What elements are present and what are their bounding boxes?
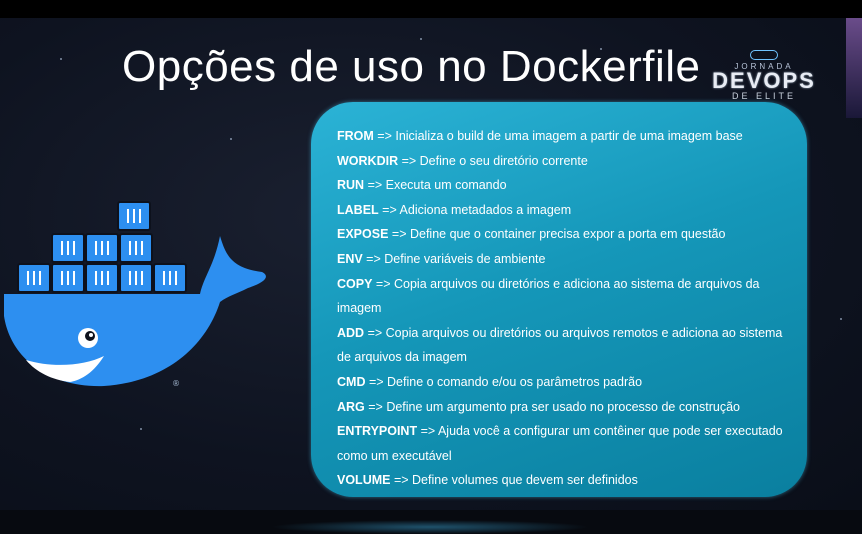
command-description: => Ajuda você a configurar um contêiner … (337, 424, 783, 463)
logo-main-text: DEVOPS (712, 68, 816, 93)
command-item-label: LABEL => Adiciona metadados a imagem (337, 198, 791, 223)
docker-whale-icon: ® (4, 201, 266, 388)
command-description: => Executa um comando (364, 178, 507, 193)
bottom-bar (0, 510, 862, 534)
star (600, 48, 602, 50)
command-item-cmd: CMD => Define o comando e/ou os parâmetr… (337, 370, 791, 395)
command-keyword: COPY (337, 276, 373, 291)
top-bar (0, 0, 862, 18)
command-item-expose: EXPOSE => Define que o container precisa… (337, 222, 791, 247)
command-item-from: FROM => Inicializa o build de uma imagem… (337, 124, 791, 149)
command-keyword: LABEL (337, 202, 379, 217)
command-keyword: ENTRYPOINT (337, 424, 418, 439)
command-item-env: ENV => Define variáveis de ambiente (337, 247, 791, 272)
command-description: => Copia arquivos ou diretórios ou arqui… (337, 325, 783, 365)
command-item-run: RUN => Executa um comando (337, 173, 791, 198)
command-item-workdir: WORKDIR => Define o seu diretório corren… (337, 149, 791, 174)
star (840, 318, 842, 320)
command-description: => Define o seu diretório corrente (398, 153, 588, 168)
command-description: => Adiciona metadados a imagem (378, 202, 572, 217)
window-edge (846, 18, 862, 118)
command-description: => Define que o container precisa expor … (388, 227, 726, 242)
star (60, 58, 62, 60)
command-keyword: EXPOSE (337, 227, 389, 242)
command-description: => Define o comando e/ou os parâmetros p… (365, 374, 643, 389)
command-item-entrypoint: ENTRYPOINT => Ajuda você a configurar um… (337, 419, 791, 468)
commands-card: FROM => Inicializa o build de uma imagem… (311, 102, 807, 497)
command-item-arg: ARG => Define um argumento pra ser usado… (337, 395, 791, 420)
commands-list: FROM => Inicializa o build de uma imagem… (337, 124, 791, 493)
command-description: => Define um argumento pra ser usado no … (364, 399, 741, 414)
star (420, 38, 422, 40)
command-keyword: CMD (337, 374, 366, 389)
command-keyword: VOLUME (337, 473, 391, 488)
logo-top-text: JORNADA (734, 62, 794, 71)
command-keyword: FROM (337, 129, 374, 143)
command-keyword: ENV (337, 251, 363, 266)
star (230, 138, 232, 140)
svg-text:®: ® (172, 379, 180, 388)
bottom-glow (270, 520, 590, 534)
command-description: => Define volumes que devem ser definido… (390, 473, 638, 488)
slide-title: Opções de uso no Dockerfile (122, 42, 701, 91)
command-item-copy: COPY => Copia arquivos ou diretórios e a… (337, 272, 791, 321)
command-keyword: ARG (337, 399, 365, 414)
logo-mark-icon (750, 50, 778, 60)
command-keyword: RUN (337, 178, 365, 193)
command-item-volume: VOLUME => Define volumes que devem ser d… (337, 468, 791, 493)
command-keyword: WORKDIR (337, 153, 399, 168)
devops-elite-logo: JORNADA DEVOPS DE ELITE (706, 48, 822, 104)
command-item-add: ADD => Copia arquivos ou diretórios ou a… (337, 321, 791, 370)
command-description: => Copia arquivos ou diretórios e adicio… (337, 276, 760, 316)
command-description: => Inicializa o build de uma imagem a pa… (373, 129, 743, 143)
command-keyword: ADD (337, 325, 365, 340)
command-description: => Define variáveis de ambiente (362, 251, 546, 266)
logo-sub-text: DE ELITE (731, 91, 796, 101)
star (140, 428, 142, 430)
